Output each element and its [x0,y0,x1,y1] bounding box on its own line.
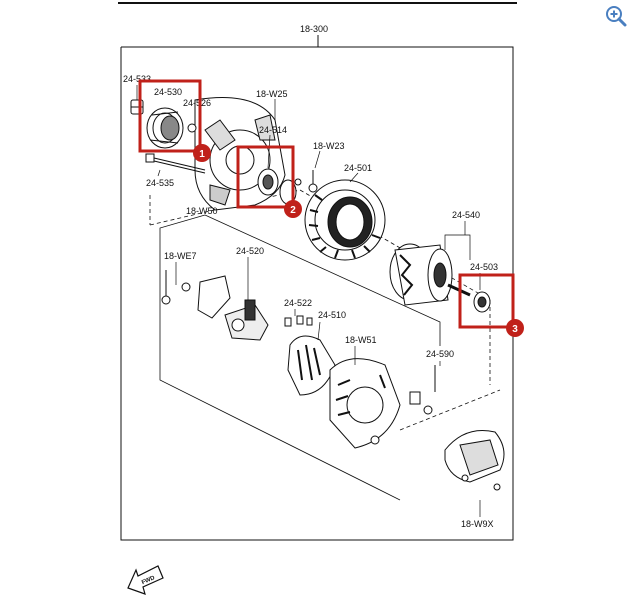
rectifier-24-510 [287,335,336,396]
fwd-arrow-icon: FWD [127,565,164,595]
terminal-24-590 [409,365,436,415]
assembly-label: 18-300 [300,24,328,34]
highlight-box-2[interactable]: 2 [236,145,302,218]
label-24-501: 24-501 [344,163,372,173]
leader-lines [136,85,481,517]
bearing-24-503 [473,291,491,313]
terminals-24-522 [284,315,313,327]
label-24-535: 24-535 [146,178,174,188]
label-24-503: 24-503 [470,262,498,272]
label-24-533: 24-533 [123,74,151,84]
label-24-522: 24-522 [284,298,312,308]
label-24-510: 24-510 [318,310,346,320]
assembly-frame [120,35,514,541]
regulator-24-520 [197,275,269,341]
label-24-514: 24-514 [259,125,287,135]
label-18-W51: 18-W51 [345,335,377,345]
pulley-24-530 [146,107,184,149]
highlight-box-1[interactable]: 1 [138,79,211,162]
stator-24-501 [304,179,386,261]
highlight-box-3[interactable]: 3 [458,273,524,337]
label-18-W50: 18-W50 [186,206,218,216]
part-labels: 24-533 24-530 24-526 18-W25 24-514 18-W2… [123,74,498,529]
bearing-24-514 [257,168,297,205]
spacer-24-526 [187,123,197,133]
rear-housing-18-W51 [329,358,401,449]
label-18-WE7: 18-WE7 [164,251,197,261]
bolt-24-535 [145,153,206,174]
label-18-W23: 18-W23 [313,141,345,151]
label-18-W9X: 18-W9X [461,519,494,529]
label-24-540: 24-540 [452,210,480,220]
label-24-590: 24-590 [426,349,454,359]
screw-18-W25 [294,178,302,186]
zoom-in-icon[interactable] [604,4,628,28]
callout-2: 2 [290,205,296,216]
label-18-W25: 18-W25 [256,89,288,99]
fwd-label: FWD [141,575,157,586]
label-24-530: 24-530 [154,87,182,97]
rear-cover-18-W9X [444,430,505,491]
label-24-520: 24-520 [236,246,264,256]
rotor-24-540 [389,243,471,306]
callout-3: 3 [512,324,518,335]
screw-18-W23 [308,170,318,193]
label-24-526: 24-526 [183,98,211,108]
bracket-18-W50 [159,214,441,501]
bolt-18-WE7 [161,270,191,305]
callout-1: 1 [199,149,205,160]
